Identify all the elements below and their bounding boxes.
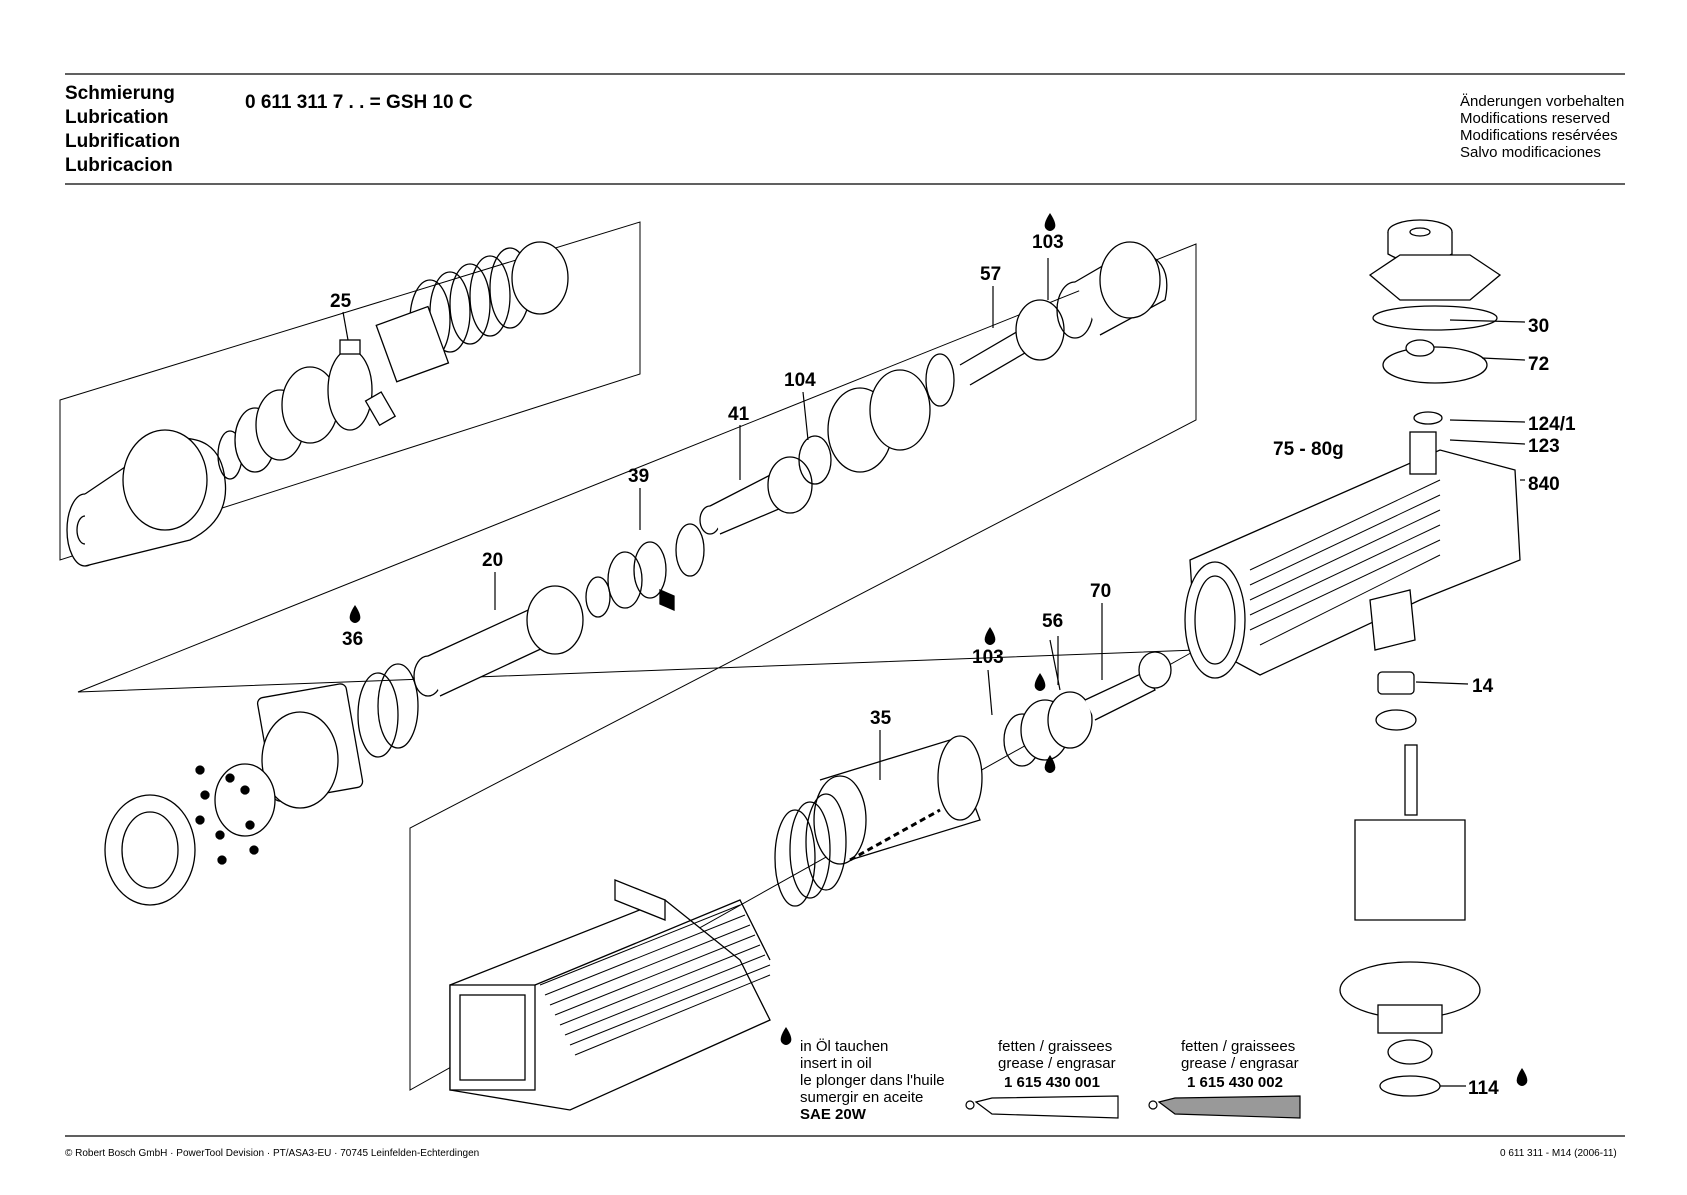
oil-drop-icon [780,1027,792,1045]
label-840: 840 [1528,474,1560,495]
legend-grease-2-number: 1 615 430 002 [1187,1074,1283,1091]
panel-upper [59,221,641,561]
spring-35 [774,793,847,907]
legend-grease-2-line1: fetten / graissees [1181,1038,1296,1055]
oil-drop-icon [1034,673,1046,691]
grease-tube-icon [1148,1095,1301,1119]
legend-oil-spec: SAE 20W [800,1106,866,1123]
o-ring-36b [377,663,419,749]
label-30: 30 [1528,316,1549,337]
ring-b [607,551,643,609]
key-part-25 [339,339,361,355]
title-fr: Lubrification [65,131,181,152]
guide-sleeve [827,369,931,473]
o-ring-30 [1372,305,1498,331]
striker-41 [699,456,813,535]
leader-lines [342,258,1526,1087]
motor-housing-840 [1184,449,1521,679]
label-70: 70 [1090,581,1111,602]
modifications-de: Änderungen vorbehalten [1460,93,1625,110]
shaft-57 [959,241,1168,386]
label-75-80g: 75 - 80g [1273,439,1344,460]
label-36: 36 [342,629,363,650]
label-20: 20 [482,550,503,571]
legend-oil-de: in Öl tauchen [800,1038,889,1055]
oil-drop-icon [349,605,361,623]
label-56: 56 [1042,611,1063,632]
gear-72 [1382,339,1488,384]
title-en: Lubrication [65,107,169,128]
label-104: 104 [784,370,816,391]
part-labels: 25 103 57 104 41 39 20 36 103 56 70 35 3… [330,232,1576,1099]
label-39: 39 [628,466,649,487]
legend-oil-es: sumergir en aceite [800,1089,924,1106]
footer-copyright: © Robert Bosch GmbH · PowerTool Devision… [65,1148,480,1159]
legend-oil-en: insert in oil [800,1055,872,1072]
legend-grease-2: fetten / graissees grease / engrasar 1 6… [1181,1038,1299,1091]
legend-grease-1: fetten / graissees grease / engrasar 1 6… [998,1038,1116,1091]
ring-d [675,523,705,577]
bearing-14 [1375,671,1417,731]
title-de: Schmierung [65,83,175,104]
cylinder-35 [813,735,983,865]
legend-grease-1-line1: fetten / graissees [998,1038,1113,1055]
o-ring-114 [1379,1075,1441,1097]
chuck-nose [66,429,227,567]
footer-docref: 0 611 311 - M14 (2006-11) [1500,1148,1617,1159]
legend-oil: in Öl tauchen insert in oil le plonger d… [800,1038,945,1123]
modifications-es: Salvo modificaciones [1460,144,1601,161]
locking-sleeve [375,305,450,383]
modifications-fr: Modifications resérvées [1460,127,1618,144]
washer-104 [798,435,832,485]
legend-oil-fr: le plonger dans l'huile [800,1072,945,1089]
oil-drop-icon [1516,1068,1528,1086]
gear-housing-box [449,879,771,1111]
gear-cover-top [1368,219,1502,301]
needle-bearing-123 [1409,431,1437,475]
key-part-lower [364,391,397,427]
ring-c [633,541,667,599]
grease-tube-icon [965,1095,1119,1119]
oil-drop-icons [349,213,1528,1086]
oil-drop-icon [1044,755,1056,773]
legend-grease-1-line2: grease / engrasar [998,1055,1116,1072]
steel-balls [195,765,259,865]
label-114: 114 [1468,1078,1499,1099]
connecting-rod-70 [1084,651,1172,721]
o-ring-guide [925,353,955,407]
label-25: 25 [330,291,352,312]
legend-grease-1-number: 1 615 430 001 [1004,1074,1100,1091]
oil-drop-icon [1044,213,1056,231]
ring-a [585,576,611,618]
label-124-1: 124/1 [1528,414,1576,435]
model-number: 0 611 311 7 . . = GSH 10 C [245,92,473,113]
flange-housing [214,683,364,837]
label-72: 72 [1528,354,1549,375]
legend-grease-2-line2: grease / engrasar [1181,1055,1299,1072]
modifications-en: Modifications reserved [1460,110,1611,127]
locking-ring-front [104,794,196,906]
clip-part [659,589,675,611]
label-35: 35 [870,708,892,729]
label-103-mid: 103 [972,647,1004,668]
label-41: 41 [728,404,750,425]
spring-upper [217,349,373,480]
label-14: 14 [1472,676,1494,697]
oil-drop-icon [984,627,996,645]
o-ring-36a [357,672,399,758]
label-103-top: 103 [1032,232,1064,253]
tool-holder-20 [413,585,584,697]
label-123: 123 [1528,436,1560,457]
washer-124 [1413,411,1443,425]
piston-56 [1020,691,1093,761]
label-57: 57 [980,264,1001,285]
armature [1339,744,1481,1065]
title-es: Lubricacion [65,155,173,176]
